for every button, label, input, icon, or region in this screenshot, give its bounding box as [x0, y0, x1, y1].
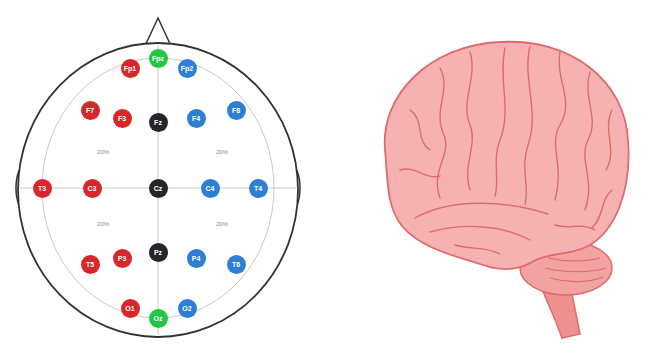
electrode-label: T6 [232, 261, 240, 268]
electrode: Pz [149, 243, 168, 262]
electrode: Cz [149, 179, 168, 198]
electrode-label: P3 [118, 255, 127, 262]
spacing-label: 20% [215, 221, 229, 228]
electrode: T4 [249, 179, 268, 198]
electrode: Fz [149, 113, 168, 132]
electrode-label: F3 [118, 115, 126, 122]
electrode-label: Fz [154, 119, 162, 126]
electrode-label: F7 [86, 107, 94, 114]
electrode: O1 [121, 299, 140, 318]
electrode-label: Fp1 [124, 65, 136, 72]
electrode-label: F8 [232, 107, 240, 114]
electrode-label: Fp2 [181, 65, 193, 72]
electrode-label: C4 [206, 185, 215, 192]
electrode: Fp2 [178, 59, 197, 78]
spacing-label: 20% [96, 149, 110, 156]
electrode: T5 [81, 255, 100, 274]
electrode-label: P4 [192, 255, 201, 262]
spacing-label: 20% [215, 149, 229, 156]
electrode-label: T4 [254, 185, 262, 192]
electrode: T3 [33, 179, 52, 198]
electrode-label: O1 [125, 305, 134, 312]
electrode-label: C3 [88, 185, 97, 192]
cerebrum [385, 42, 629, 269]
electrode-label: T3 [38, 185, 46, 192]
gyri [400, 46, 612, 254]
electrode: Fp1 [121, 59, 140, 78]
electrode: Oz [149, 309, 168, 328]
electrode: P4 [187, 249, 206, 268]
electrode: F8 [227, 101, 246, 120]
electrode: F4 [187, 109, 206, 128]
electrode-label: Fpz [152, 55, 164, 62]
electrode: C4 [201, 179, 220, 198]
electrode: F3 [113, 109, 132, 128]
spacing-label: 20% [96, 221, 110, 228]
electrode: F7 [81, 101, 100, 120]
electrode-label: Cz [154, 185, 163, 192]
electrode-label: F4 [192, 115, 200, 122]
electrode-label: Oz [154, 315, 163, 322]
electrode: Fpz [149, 49, 168, 68]
electrode: C3 [83, 179, 102, 198]
electrode: T6 [227, 255, 246, 274]
electrode-label: Pz [154, 249, 162, 256]
electrode-label: T5 [86, 261, 94, 268]
electrode: O2 [178, 299, 197, 318]
electrode: P3 [113, 249, 132, 268]
head-outline [18, 43, 298, 337]
electrode-label: O2 [182, 305, 191, 312]
